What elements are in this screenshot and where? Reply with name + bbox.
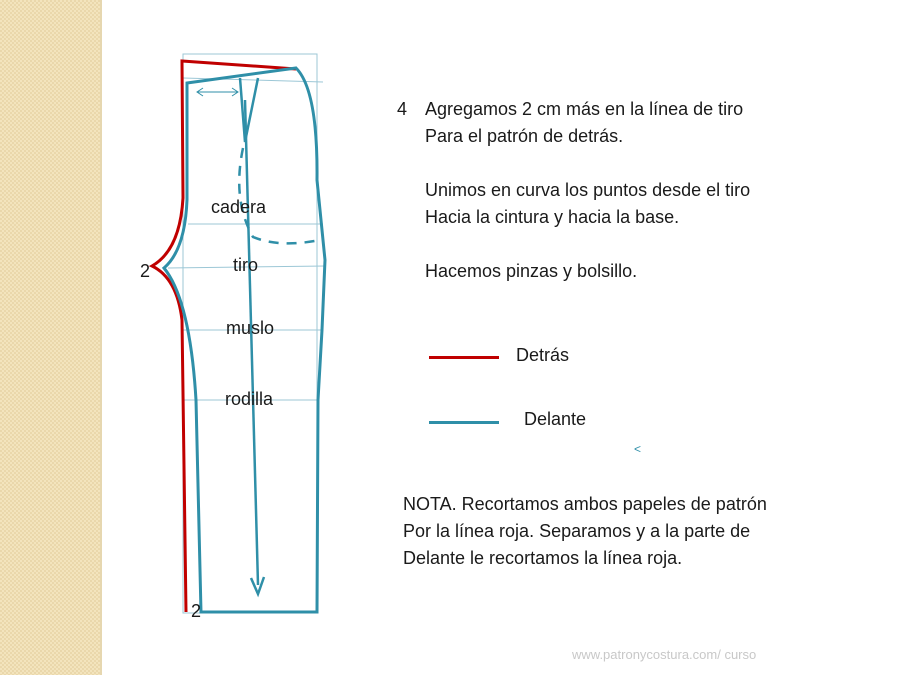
pocket-dashed [238,147,321,245]
label-rodilla: rodilla [225,389,274,409]
decorative-side-strip [0,0,100,675]
label-bottom-extension: 2 [191,601,202,621]
instruction-line-2: Para el patrón de detrás. [425,126,624,146]
instruction-line-1: Agregamos 2 cm más en la línea de tiro [425,99,744,119]
label-muslo: muslo [226,318,275,338]
width-arrow-left-head [196,87,204,97]
back-outline-red [148,59,297,613]
grain-line [243,99,260,586]
small-arrow-icon: < [634,442,642,456]
width-arrow-right-head [231,87,239,97]
footer-url: www.patronycostura.com/ curso [572,647,757,662]
instruction-line-3: Unimos en curva los puntos desde el tiro [425,180,751,200]
step-number: 4 [397,99,408,119]
guide-line-waist [182,77,324,83]
strip-edge [100,0,102,675]
instruction-line-4: Hacia la cintura y hacia la base. [425,207,680,227]
dart [238,77,260,143]
instruction-line-5: Hacemos pinzas y bolsillo. [425,261,638,281]
legend-line-front [429,421,499,424]
guide-line-tiro [167,265,327,269]
legend-label-front: Delante [524,409,587,429]
note-line-1: NOTA. Recortamos ambos papeles de patrón [403,494,767,514]
note-block: NOTA. Recortamos ambos papeles de patrón… [403,491,767,572]
legend-line-back [429,356,499,359]
label-tiro: tiro [233,255,259,275]
note-line-2: Por la línea roja. Separamos y a la part… [403,521,751,541]
note-line-3: Delante le recortamos la línea roja. [403,548,683,568]
label-cadera: cadera [211,197,267,217]
grain-line-arrowhead [249,576,266,598]
label-crotch-extension: 2 [140,261,151,281]
legend-label-back: Detrás [516,345,570,365]
front-outline-teal [161,66,327,614]
